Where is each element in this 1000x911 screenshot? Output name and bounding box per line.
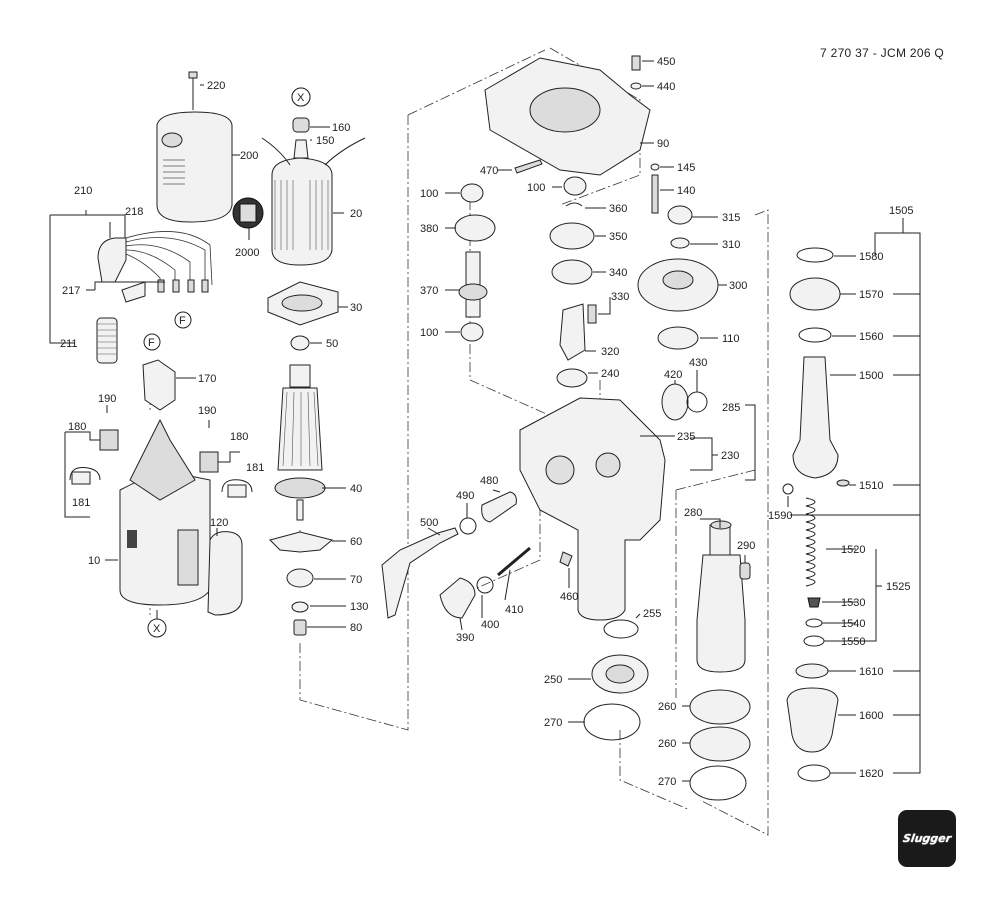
callout: 1520 <box>841 544 865 556</box>
callout: 100 <box>527 182 545 194</box>
marker-f: F <box>148 337 155 349</box>
callout: 2000 <box>235 247 259 259</box>
callout: 250 <box>544 674 562 686</box>
marker-x: X <box>153 623 161 635</box>
callout: 90 <box>657 138 669 150</box>
callout: 340 <box>609 267 627 279</box>
callout: 300 <box>729 280 747 292</box>
callout: 70 <box>350 574 362 586</box>
callout: 320 <box>601 346 619 358</box>
callout: 190 <box>98 393 116 405</box>
motor-column-group <box>261 87 366 636</box>
callout: 235 <box>677 431 695 443</box>
callout: 181 <box>72 497 90 509</box>
callout: 170 <box>198 373 216 385</box>
callout: 350 <box>609 231 627 243</box>
callout: 180 <box>68 421 86 433</box>
callout: 181 <box>246 462 264 474</box>
callout: 50 <box>326 338 338 350</box>
spindle-group <box>689 520 751 801</box>
slugger-logo-icon: Slugger <box>898 810 956 867</box>
callout: 40 <box>350 483 362 495</box>
callout: 150 <box>316 135 334 147</box>
callout: 400 <box>481 619 499 631</box>
callout: 100 <box>420 188 438 200</box>
callout: 1560 <box>859 331 883 343</box>
callout: 310 <box>722 239 740 251</box>
callout: 370 <box>420 285 438 297</box>
callout: 230 <box>721 450 739 462</box>
callout: 180 <box>230 431 248 443</box>
callout: 480 <box>480 475 498 487</box>
callout: 380 <box>420 223 438 235</box>
callout: 500 <box>420 517 438 529</box>
callout: 1540 <box>841 618 865 630</box>
callout: 330 <box>611 291 629 303</box>
callout: 430 <box>689 357 707 369</box>
callout: 255 <box>643 608 661 620</box>
callout: 470 <box>480 165 498 177</box>
callout: 1550 <box>841 636 865 648</box>
callout: 420 <box>664 369 682 381</box>
callout: 200 <box>240 150 258 162</box>
callout: 1500 <box>859 370 883 382</box>
callout: 315 <box>722 212 740 224</box>
marker-x: X <box>297 92 305 104</box>
callout: 390 <box>456 632 474 644</box>
gearbox-group <box>381 55 719 741</box>
chuck-group <box>782 247 850 782</box>
callout-labels: 450 440 90 145 140 470 100 100 360 315 3… <box>60 56 913 788</box>
callout: 1600 <box>859 710 883 722</box>
callout: 285 <box>722 402 740 414</box>
callout: 160 <box>332 122 350 134</box>
brand-name: Slugger <box>901 832 952 845</box>
callout: 110 <box>722 333 740 345</box>
callout: 218 <box>125 206 143 218</box>
callout: 1590 <box>768 510 792 522</box>
motor-housing-group <box>69 71 264 616</box>
callout: 1525 <box>886 581 910 593</box>
leader-lines <box>49 60 921 782</box>
callout: 1610 <box>859 666 883 678</box>
callout: 80 <box>350 622 362 634</box>
callout: 260 <box>658 738 676 750</box>
callout: 1570 <box>859 289 883 301</box>
callout: 30 <box>350 302 362 314</box>
document-code: 7 270 37 - JCM 206 Q <box>820 46 945 60</box>
reference-markers: X X F F <box>143 87 311 638</box>
callout: 120 <box>210 517 228 529</box>
callout: 60 <box>350 536 362 548</box>
callout: 270 <box>658 776 676 788</box>
callout: 1580 <box>859 251 883 263</box>
callout: 240 <box>601 368 619 380</box>
callout: 410 <box>505 604 523 616</box>
callout: 450 <box>657 56 675 68</box>
callout: 460 <box>560 591 578 603</box>
callout: 20 <box>350 208 362 220</box>
callout: 217 <box>62 285 80 297</box>
callout: 490 <box>456 490 474 502</box>
callout: 440 <box>657 81 675 93</box>
callout: 1510 <box>859 480 883 492</box>
callout: 10 <box>88 555 100 567</box>
callout: 220 <box>207 80 225 92</box>
callout: 140 <box>677 185 695 197</box>
callout: 145 <box>677 162 695 174</box>
marker-f: F <box>179 315 186 327</box>
callout: 130 <box>350 601 368 613</box>
callout: 270 <box>544 717 562 729</box>
callout: 280 <box>684 507 702 519</box>
callout: 210 <box>74 185 92 197</box>
callout: 211 <box>60 338 78 350</box>
callout: 260 <box>658 701 676 713</box>
callout: 1505 <box>889 205 913 217</box>
callout: 360 <box>609 203 627 215</box>
callout: 100 <box>420 327 438 339</box>
callout: 1530 <box>841 597 865 609</box>
callout: 290 <box>737 540 755 552</box>
callout: 1620 <box>859 768 883 780</box>
callout: 190 <box>198 405 216 417</box>
